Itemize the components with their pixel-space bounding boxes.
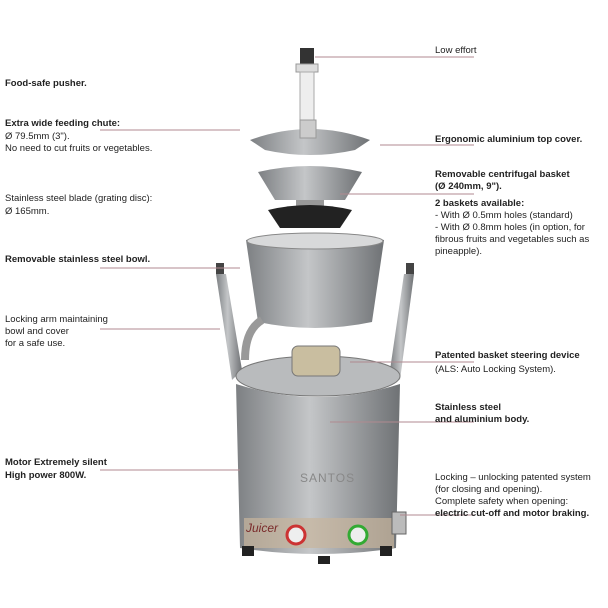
centrifugal-basket	[258, 166, 362, 200]
top-cover	[250, 129, 370, 155]
pusher	[295, 48, 319, 125]
locking-latch	[391, 511, 407, 535]
grating-disc	[268, 205, 352, 228]
label-blade-1: Stainless steel blade (grating disc):	[5, 193, 153, 204]
switch	[285, 524, 307, 546]
label-baskets-3: fibrous fruits and vegetables such as	[435, 234, 590, 245]
label-motor-1: Motor Extremely silent	[5, 457, 107, 468]
label-arm-3: for a safe use.	[5, 338, 66, 349]
label-pusher: Food-safe pusher.	[5, 78, 87, 89]
label-lock-1: Locking – unlocking patented system	[435, 472, 591, 483]
label-lock-2: (for closing and opening).	[435, 484, 543, 495]
label-basket-2: (Ø 240mm, 9").	[435, 181, 502, 192]
label-steering-2: (ALS: Auto Locking System).	[435, 364, 556, 375]
label-steering-1: Patented basket steering device	[435, 350, 580, 361]
label-top-cover: Ergonomic aluminium top cover.	[435, 134, 583, 145]
leader-lines	[100, 56, 474, 516]
label-lock-4: electric cut-off and motor braking.	[435, 508, 590, 519]
label-motor-2: High power 800W.	[5, 470, 87, 481]
locking-arm-right	[390, 274, 414, 380]
juicer-logo: Juicer	[246, 521, 279, 535]
label-baskets-4: pineapple).	[435, 246, 483, 257]
label-bowl: Removable stainless steel bowl.	[5, 254, 151, 265]
label-baskets-2: - With Ø 0.8mm holes (in option, for	[435, 222, 585, 233]
label-blade-2: Ø 165mm.	[5, 206, 50, 217]
label-chute-note: No need to cut fruits or vegetables.	[5, 143, 153, 154]
label-baskets-title: 2 baskets available:	[435, 198, 525, 209]
label-arm-1: Locking arm maintaining	[5, 314, 108, 325]
label-body-2: and aluminium body.	[435, 414, 530, 425]
label-arm-2: bowl and cover	[5, 326, 69, 337]
bowl	[246, 234, 384, 328]
label-low-effort: Low effort	[435, 45, 477, 56]
label-baskets-1: - With Ø 0.5mm holes (standard)	[435, 210, 573, 221]
locking-arm-left	[216, 274, 242, 380]
label-chute-dim: Ø 79.5mm (3").	[5, 131, 70, 142]
brand-logo: SANTOS	[300, 471, 356, 485]
label-chute-title: Extra wide feeding chute:	[5, 118, 121, 129]
steering-device	[291, 345, 341, 377]
motor-body	[236, 384, 400, 554]
label-basket-1: Removable centrifugal basket	[435, 169, 570, 180]
label-body-1: Stainless steel	[435, 402, 502, 413]
label-lock-3: Complete safety when opening:	[435, 496, 569, 507]
